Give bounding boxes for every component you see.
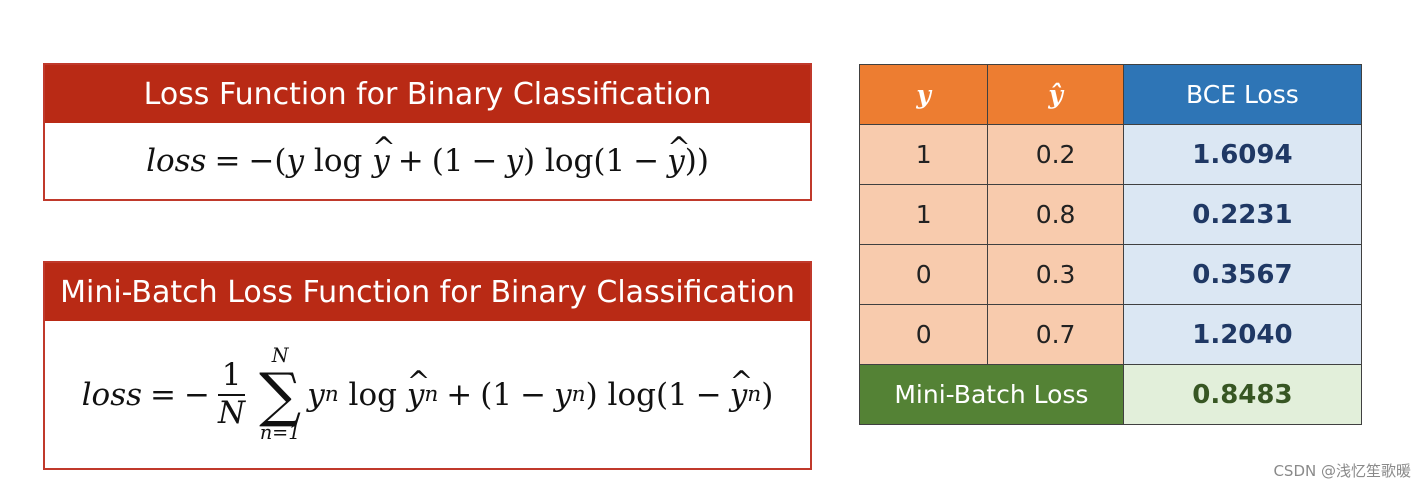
mini-batch-loss-formula: loss=− 1N N∑n=1 yn log yn+(1−yn) log(1−y… [45,321,810,468]
bce-loss-title: Loss Function for Binary Classification [45,65,810,123]
table-row: 0 0.3 0.3567 [858,244,1363,305]
cell-y-hat: 0.7 [987,304,1124,365]
cell-y: 1 [858,124,989,185]
table-row: 1 0.2 1.6094 [858,124,1363,185]
watermark: CSDN @浅忆笙歌暖 [1273,462,1411,480]
header-bce-loss: BCE Loss [1122,64,1363,125]
cell-y: 0 [858,304,989,365]
table-row: 1 0.8 0.2231 [858,184,1363,245]
cell-loss: 0.2231 [1122,184,1363,245]
cell-y: 1 [858,184,989,245]
table-row: 0 0.7 1.2040 [858,304,1363,365]
cell-y: 0 [858,244,989,305]
mini-batch-loss-value: 0.8483 [1122,364,1363,425]
bce-loss-table: y ŷ BCE Loss 1 0.2 1.6094 1 0.8 0.2231 0… [858,64,1363,425]
cell-loss: 0.3567 [1122,244,1363,305]
bce-loss-card: Loss Function for Binary Classification … [43,63,812,201]
table-footer-row: Mini-Batch Loss 0.8483 [859,364,1363,425]
cell-y-hat: 0.2 [987,124,1124,185]
table-header-row: y ŷ BCE Loss [858,64,1363,125]
cell-loss: 1.2040 [1122,304,1363,365]
cell-loss: 1.6094 [1122,124,1363,185]
cell-y-hat: 0.8 [987,184,1124,245]
header-y: y [858,64,989,125]
mini-batch-loss-title: Mini-Batch Loss Function for Binary Clas… [45,263,810,321]
header-y-hat: ŷ [987,64,1124,125]
bce-loss-formula: loss=−(y log y+(1−y) log(1−y)) [45,123,810,199]
mini-batch-loss-label: Mini-Batch Loss [859,364,1124,425]
mini-batch-loss-card: Mini-Batch Loss Function for Binary Clas… [43,261,812,470]
cell-y-hat: 0.3 [987,244,1124,305]
